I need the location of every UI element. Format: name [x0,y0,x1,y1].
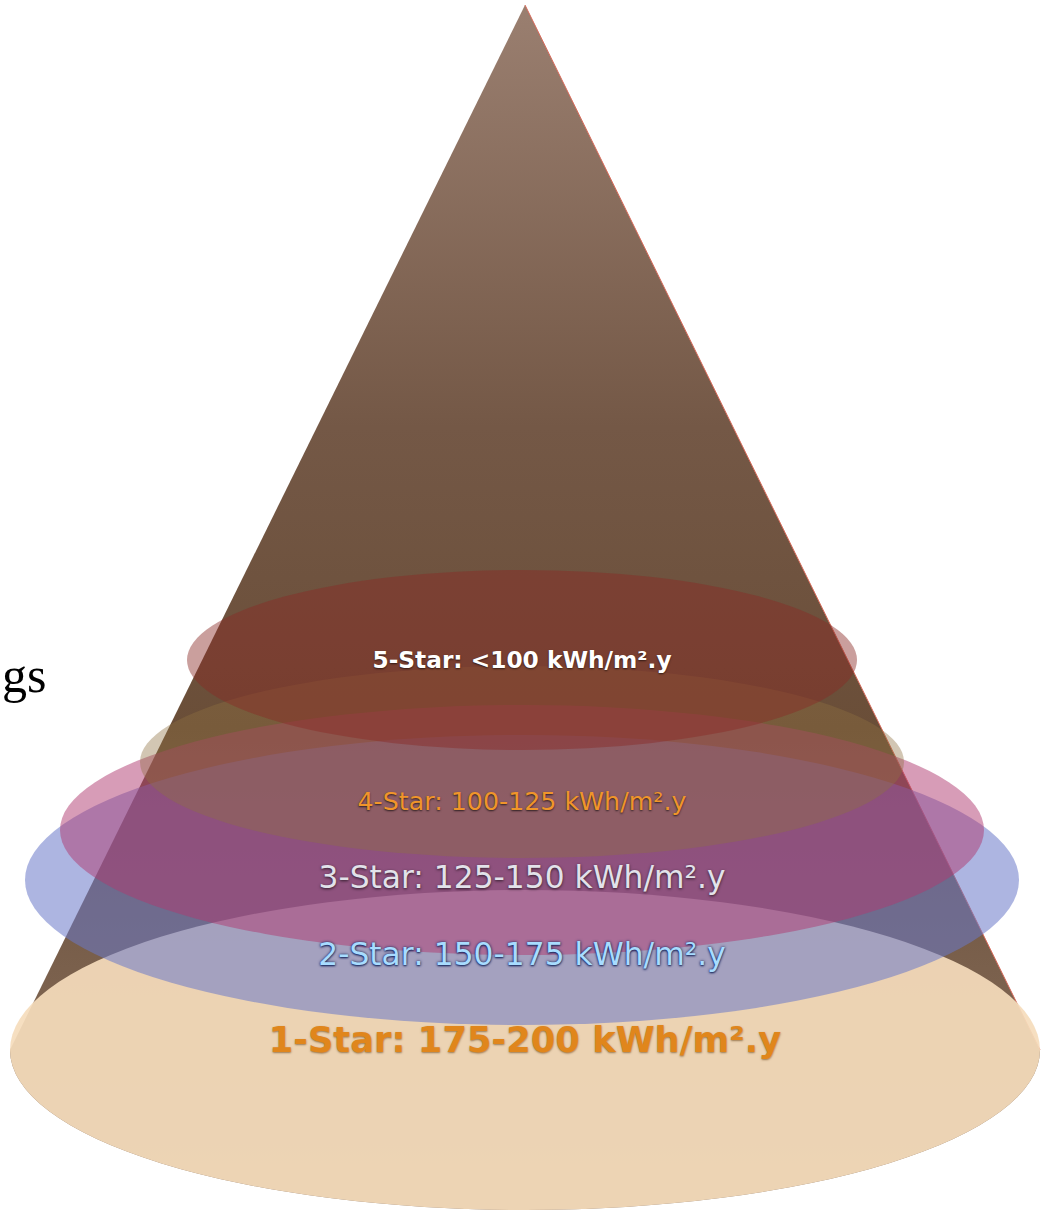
rating-label: 3-Star: 125-150 kWh/m².y [60,859,984,897]
rating-label: 5-Star: <100 kWh/m².y [187,646,857,674]
rating-label: 4-Star: 100-125 kWh/m².y [140,787,904,817]
rating-label: 1-Star: 175-200 kWh/m².y [10,1019,1040,1061]
cropped-side-text: gs [2,646,46,704]
rating-band: 5-Star: <100 kWh/m².y [187,570,857,750]
cone-body [10,5,1040,1210]
rating-label: 2-Star: 150-175 kWh/m².y [25,936,1019,974]
band-fill [187,570,857,750]
